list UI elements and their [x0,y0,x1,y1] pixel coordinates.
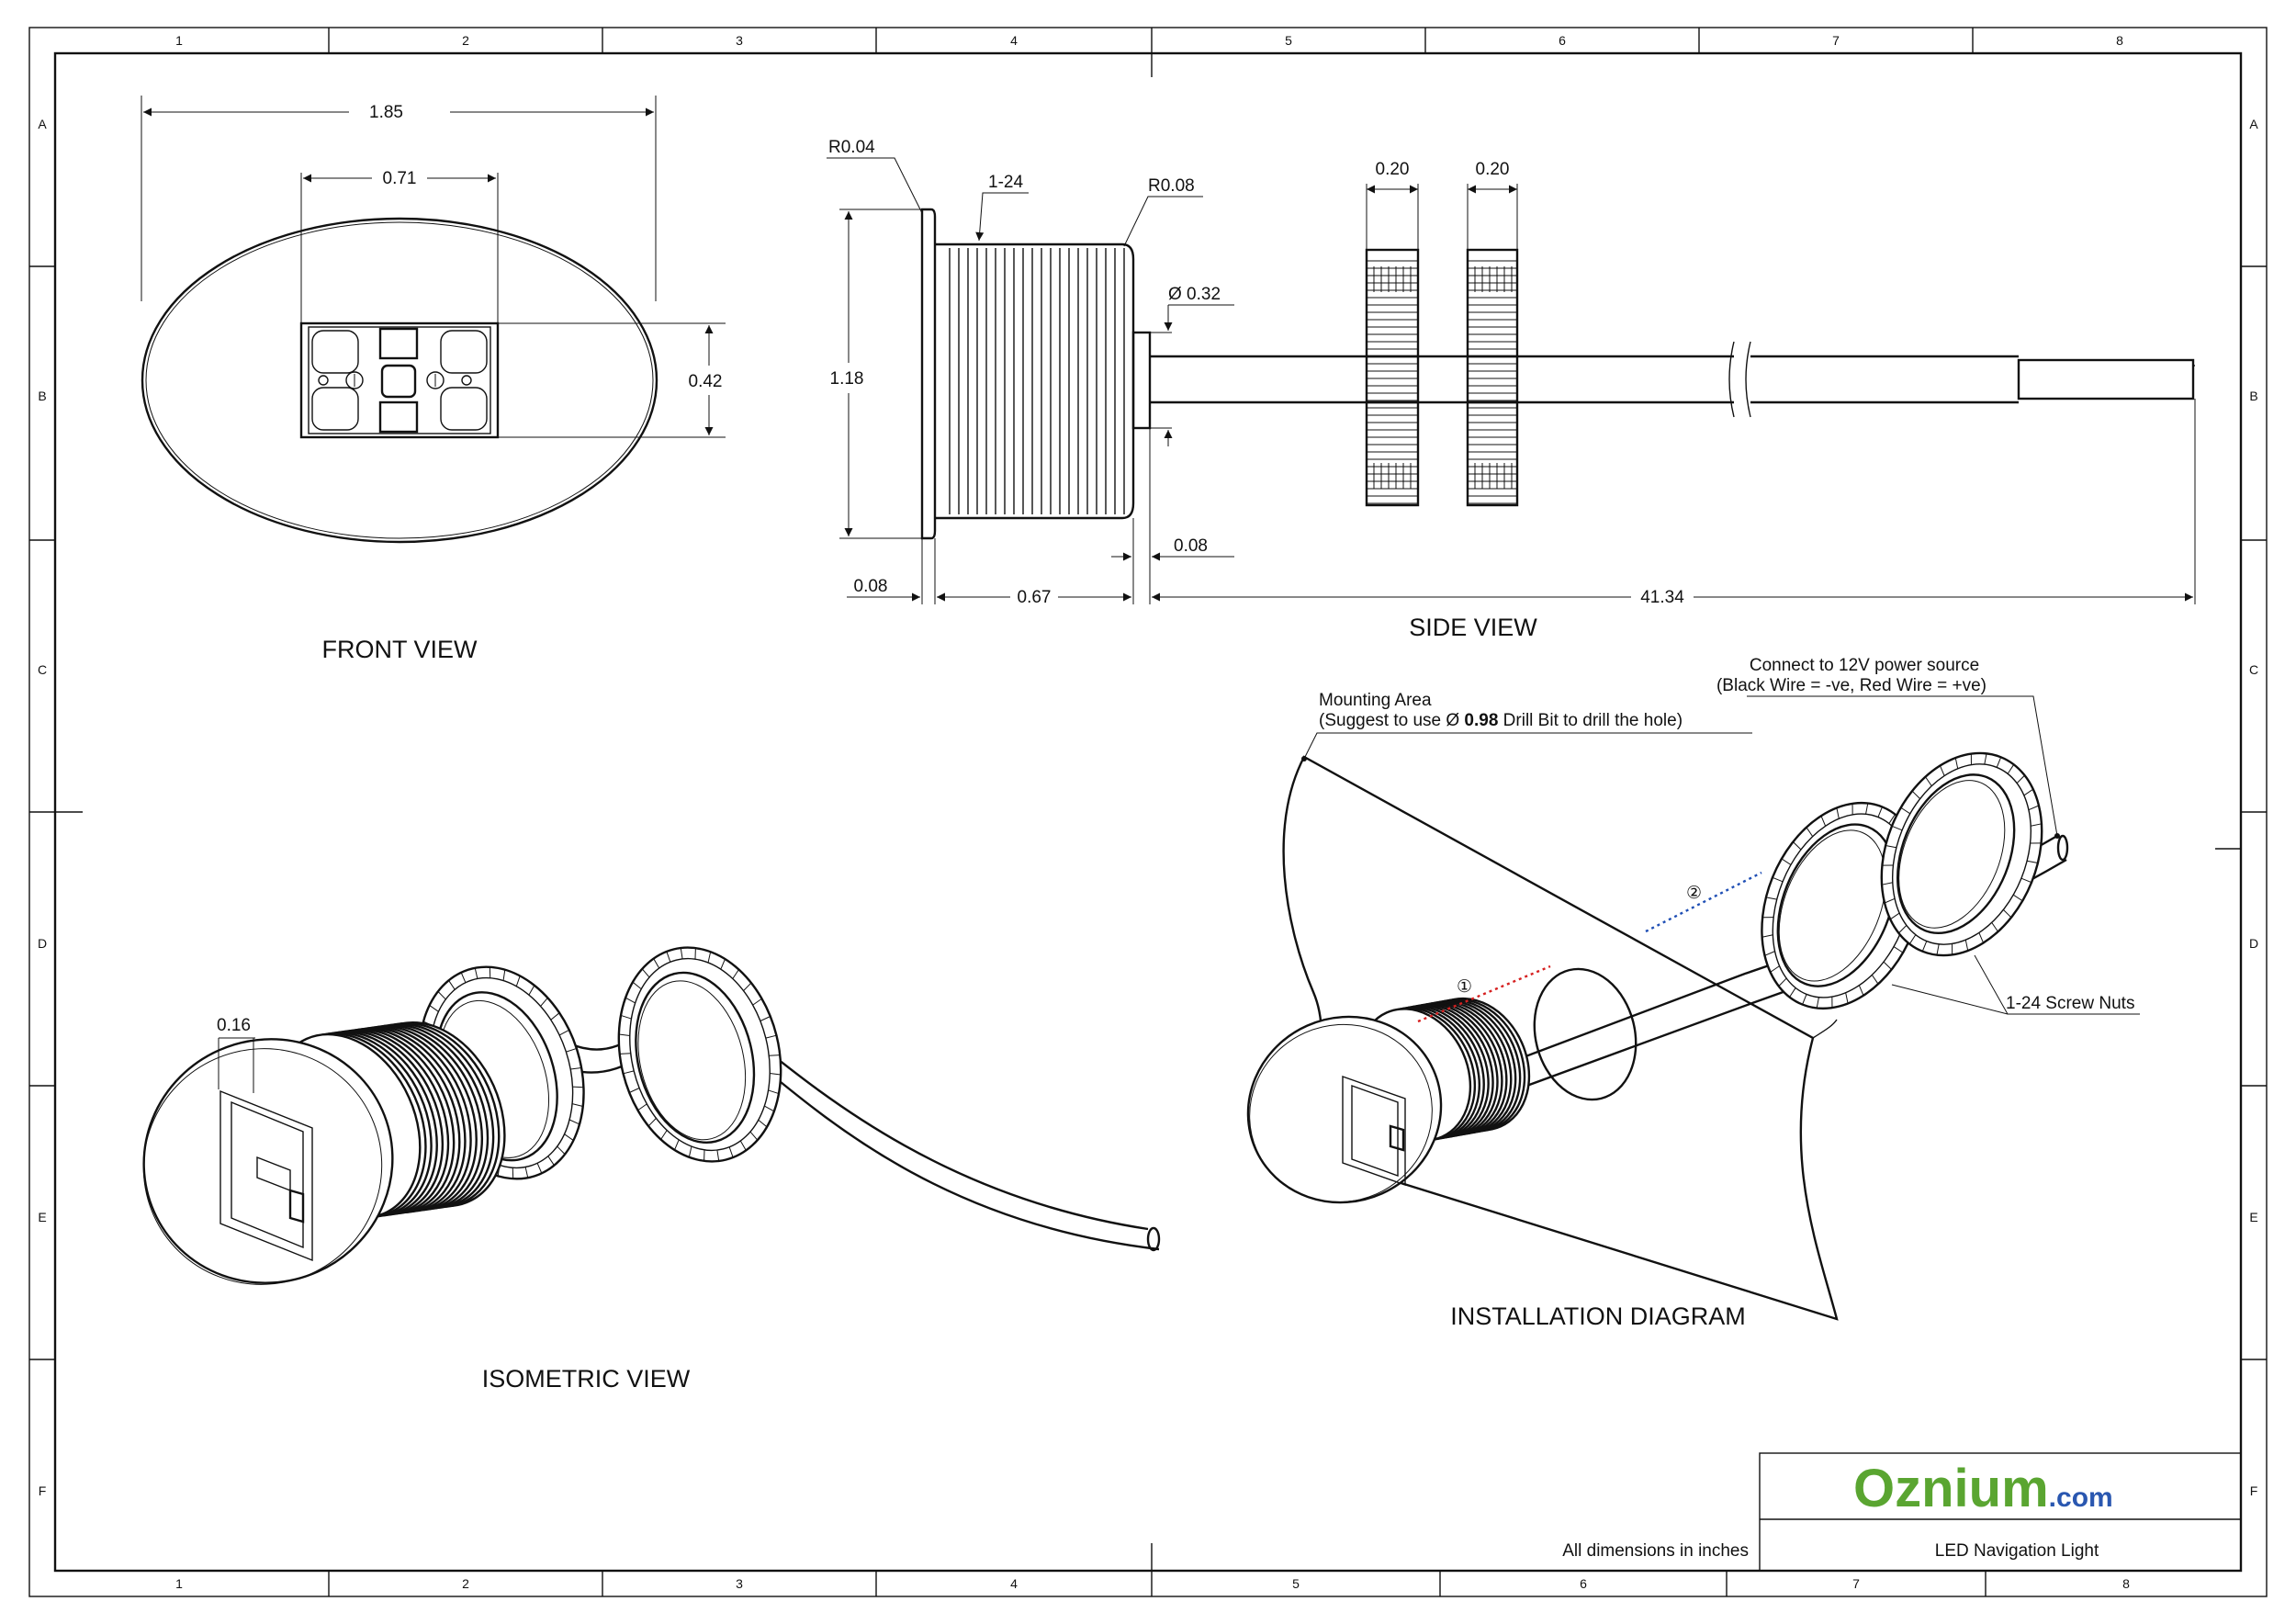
step-1-marker: ① [1457,977,1472,997]
column-label-top: 8 [2116,33,2123,48]
cable-length-dim: 41.34 [1640,588,1684,607]
front-view-title: FRONT VIEW [321,636,478,663]
side-nut-2 [1466,248,1519,507]
column-label-top: 4 [1010,33,1018,48]
product-name: LED Navigation Light [1935,1541,2099,1561]
column-label-bottom: 8 [2122,1576,2130,1591]
power-source-label: Connect to 12V power source [1750,656,1979,675]
height-dim: 1.18 [830,369,864,389]
column-label-top: 1 [175,33,183,48]
row-label-right: C [2249,662,2258,677]
front-width-dim: 1.85 [369,103,403,122]
side-view-title: SIDE VIEW [1409,614,1537,641]
screw-nuts-label: 1-24 Screw Nuts [2006,994,2134,1013]
iso-depth-dim: 0.16 [217,1016,251,1035]
mounting-area-label: Mounting Area [1319,691,1432,710]
column-label-top: 7 [1832,33,1840,48]
iso-nut-2 [617,946,782,1163]
dimensions-note: All dimensions in inches [1562,1541,1749,1561]
thread-label: 1-24 [988,173,1023,192]
column-labels-top: 1 2 3 4 5 6 7 8 [175,33,2123,48]
mounting-area-drill-note: (Suggest to use Ø 0.98 Drill Bit to dril… [1319,711,1683,730]
sheet-frame: 1 2 3 4 5 6 7 8 1 2 3 4 5 6 7 8 A B C D E F A B C D E F [28,27,2268,1597]
column-label-top: 5 [1285,33,1292,48]
nut1-width-dim: 0.20 [1376,160,1410,179]
column-label-bottom: 5 [1292,1576,1300,1591]
row-labels-right: A B C D E F [2249,117,2258,1498]
column-label-top: 6 [1559,33,1566,48]
title-block: All dimensions in inches Oznium.com LED … [1151,1452,2242,1572]
row-labels-left: A B C D E F [38,117,47,1498]
column-labels-bottom: 1 2 3 4 5 6 7 8 [175,1576,2130,1591]
flange-thickness-dim: 0.08 [854,577,888,596]
wire-polarity-note: (Black Wire = -ve, Red Wire = +ve) [1716,676,1986,695]
column-label-bottom: 4 [1010,1576,1018,1591]
row-label-left: F [39,1483,47,1498]
column-label-bottom: 7 [1852,1576,1860,1591]
row-label-left: A [38,117,47,131]
gap-dim: 0.08 [1174,536,1208,556]
installation-diagram: ① ② Mounting Area (Suggest to use Ø 0.98… [1246,656,2140,1330]
row-label-right: B [2249,389,2257,403]
column-label-bottom: 1 [175,1576,183,1591]
install-nut-2 [1880,751,2043,957]
column-label-bottom: 3 [736,1576,743,1591]
column-label-top: 3 [736,33,743,48]
radius-small-label: R0.04 [828,138,875,157]
row-label-right: A [2249,117,2258,131]
row-label-left: C [38,662,47,677]
front-inner-height-dim: 0.42 [689,372,723,391]
isometric-view-title: ISOMETRIC VIEW [482,1365,691,1393]
install-nut-1 [1761,801,1924,1010]
oznium-logo: Oznium.com [1853,1459,2113,1518]
column-label-top: 2 [462,33,469,48]
nut2-width-dim: 0.20 [1476,160,1510,179]
front-inner-width-dim: 0.71 [383,169,417,188]
step-2-marker: ② [1686,884,1702,903]
row-label-right: D [2249,936,2258,951]
body-length-dim: 0.67 [1018,588,1052,607]
side-view: R0.04 1-24 R0.08 Ø 0.32 1.18 0.08 0.67 [827,138,2196,641]
front-view: 1.85 0.71 0.42 FRONT VIEW [141,96,726,663]
radius-large-label: R0.08 [1148,176,1195,196]
cable-diameter-label: Ø 0.32 [1168,285,1221,304]
side-nut-1 [1365,248,1420,507]
row-label-left: D [38,936,47,951]
isometric-view: 0.16 ISOMETRIC VIEW [142,946,1161,1393]
column-label-bottom: 2 [462,1576,469,1591]
row-label-left: E [38,1210,46,1224]
row-label-right: E [2249,1210,2257,1224]
column-label-bottom: 6 [1580,1576,1587,1591]
installation-diagram-title: INSTALLATION DIAGRAM [1450,1303,1746,1330]
row-label-left: B [38,389,46,403]
row-label-right: F [2250,1483,2258,1498]
